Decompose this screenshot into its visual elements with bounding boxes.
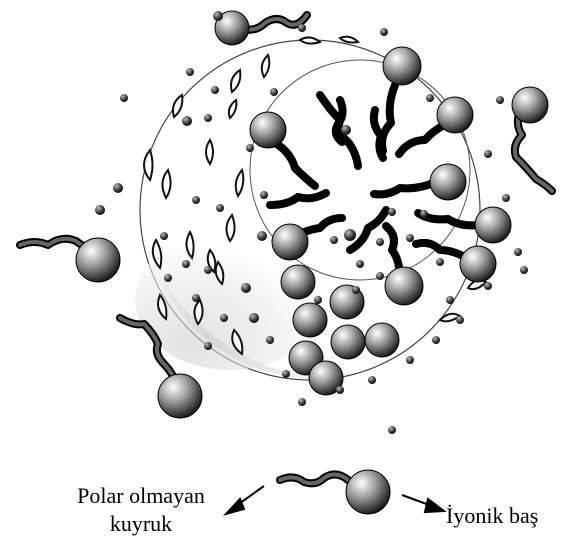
nonpolar-tail-label-line1: Polar olmayan [66,485,216,507]
nonpolar-tail-label-line2: kuyruk [66,513,216,535]
arrow-to-tail-icon [226,486,264,514]
ionic-head-label: İyonik baş [446,505,538,527]
arrow-to-head-icon [402,495,444,512]
